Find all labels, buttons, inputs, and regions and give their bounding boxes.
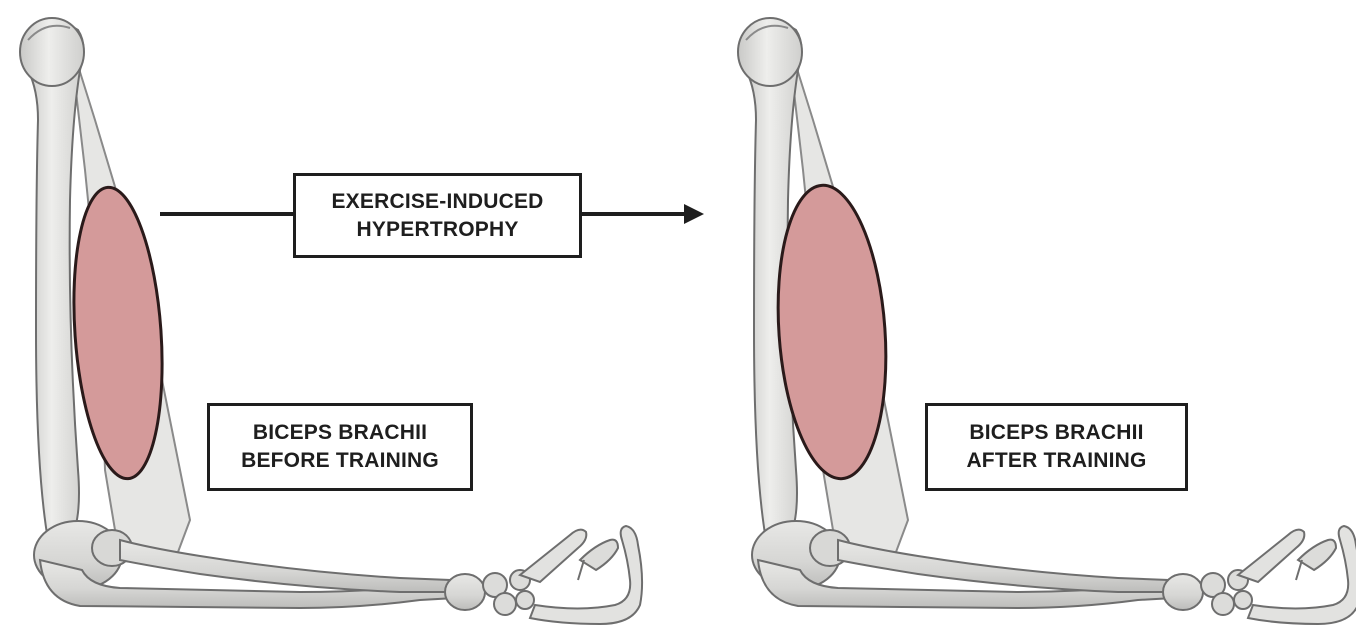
- before-label-box: BICEPS BRACHII BEFORE TRAINING: [207, 403, 473, 491]
- biceps-muscle-small: [65, 184, 171, 481]
- after-label-line2: AFTER TRAINING: [966, 447, 1146, 475]
- process-label-box: EXERCISE-INDUCED HYPERTROPHY: [293, 173, 582, 258]
- before-label-line1: BICEPS BRACHII: [253, 419, 427, 447]
- before-label-line2: BEFORE TRAINING: [241, 447, 439, 475]
- after-label-box: BICEPS BRACHII AFTER TRAINING: [925, 403, 1188, 491]
- after-label-line1: BICEPS BRACHII: [969, 419, 1143, 447]
- process-label-line1: EXERCISE-INDUCED: [331, 188, 543, 216]
- process-label-line2: HYPERTROPHY: [356, 216, 518, 244]
